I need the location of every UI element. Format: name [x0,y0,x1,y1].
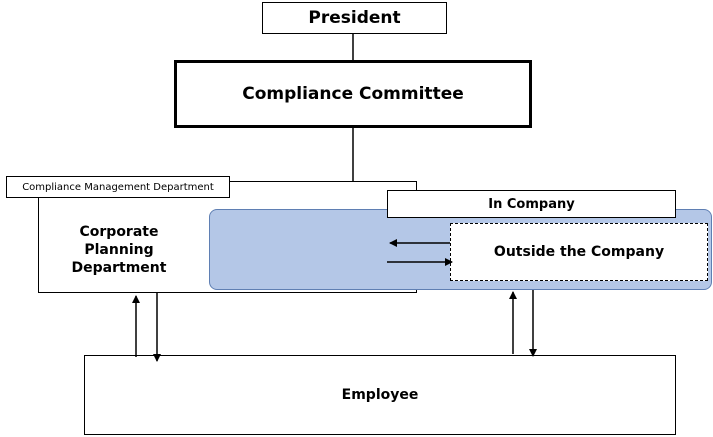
compliance-committee-label: Compliance Committee [242,84,464,104]
president-label: President [308,8,401,28]
compliance-management-department-text: Compliance Management Department [22,181,214,193]
employee-box: Employee [84,355,676,435]
president-box: President [262,2,447,34]
in-company-label: In Company [488,196,575,212]
employee-label: Employee [341,387,419,403]
outside-company-box: Outside the Company [450,223,708,281]
in-company-label-box: In Company [387,190,676,218]
corporate-planning-department-label: Corporate Planning Department [71,224,167,276]
compliance-committee-box: Compliance Committee [174,60,532,128]
outside-company-label: Outside the Company [493,244,665,260]
compliance-management-department-label: Compliance Management Department [6,176,230,198]
